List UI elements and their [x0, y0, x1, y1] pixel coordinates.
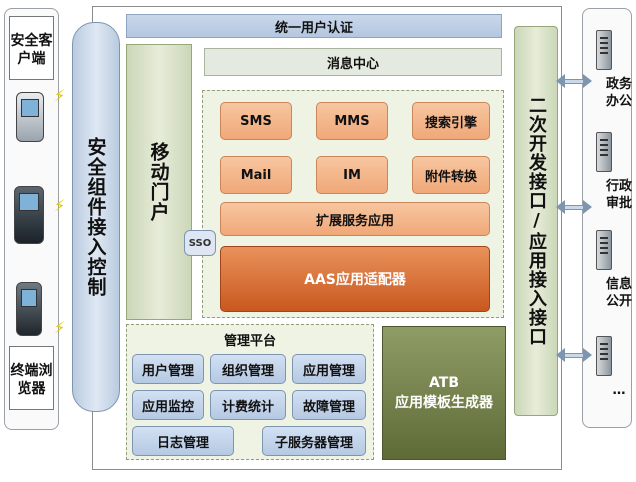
double-arrow-icon [556, 200, 592, 214]
mgmt-app: 应用管理 [292, 354, 366, 384]
sso-label: SSO [184, 230, 216, 256]
atb-title: ATB [429, 375, 459, 391]
mobile-portal: 移动门户 [126, 44, 192, 320]
mgmt-monitor: 应用监控 [132, 390, 204, 420]
service-extension: 扩展服务应用 [220, 202, 490, 236]
atb-subtitle: 应用模板生成器 [395, 395, 493, 411]
mgmt-subserver: 子服务器管理 [262, 426, 366, 456]
mgmt-log: 日志管理 [132, 426, 234, 456]
management-title: 管理平台 [223, 333, 276, 349]
service-search-engine: 搜索引擎 [412, 102, 490, 140]
system-admin-approval: 行政审批 [605, 179, 632, 211]
system-government-office: 政务办公 [605, 77, 632, 109]
dev-interface: 二次开发接口/应用接入接口 [514, 26, 558, 416]
service-sms: SMS [220, 102, 292, 140]
wireless-bolt-icon: ⚡ [54, 318, 66, 337]
mgmt-fault: 故障管理 [292, 390, 366, 420]
server-icon [596, 336, 612, 376]
server-icon [596, 230, 612, 270]
message-center-bar: 消息中心 [204, 48, 502, 76]
unified-auth-bar: 统一用户认证 [126, 14, 502, 38]
server-icon [596, 132, 612, 172]
service-attachment-conversion: 附件转换 [412, 156, 490, 194]
phone-icon [16, 282, 42, 336]
double-arrow-icon [556, 74, 592, 88]
double-arrow-icon [556, 348, 592, 362]
aas-adapter: AAS应用适配器 [220, 246, 490, 312]
server-icon [596, 30, 612, 70]
phone-icon [14, 186, 44, 244]
service-im: IM [316, 156, 388, 194]
secure-client-label: 安全客户端 [9, 16, 54, 80]
phone-icon [16, 92, 44, 142]
wireless-bolt-icon: ⚡ [54, 86, 66, 105]
security-access-control: 安全组件接入控制 [72, 22, 120, 412]
mgmt-org: 组织管理 [210, 354, 286, 384]
system-more: … [612, 383, 626, 398]
system-info-disclosure: 信息公开 [605, 277, 632, 309]
service-mms: MMS [316, 102, 388, 140]
wireless-bolt-icon: ⚡ [54, 196, 66, 215]
service-mail: Mail [220, 156, 292, 194]
mgmt-user: 用户管理 [132, 354, 204, 384]
mgmt-billing: 计费统计 [210, 390, 286, 420]
atb-generator: ATB 应用模板生成器 [382, 326, 506, 460]
terminal-browser-label: 终端浏览器 [9, 346, 54, 410]
